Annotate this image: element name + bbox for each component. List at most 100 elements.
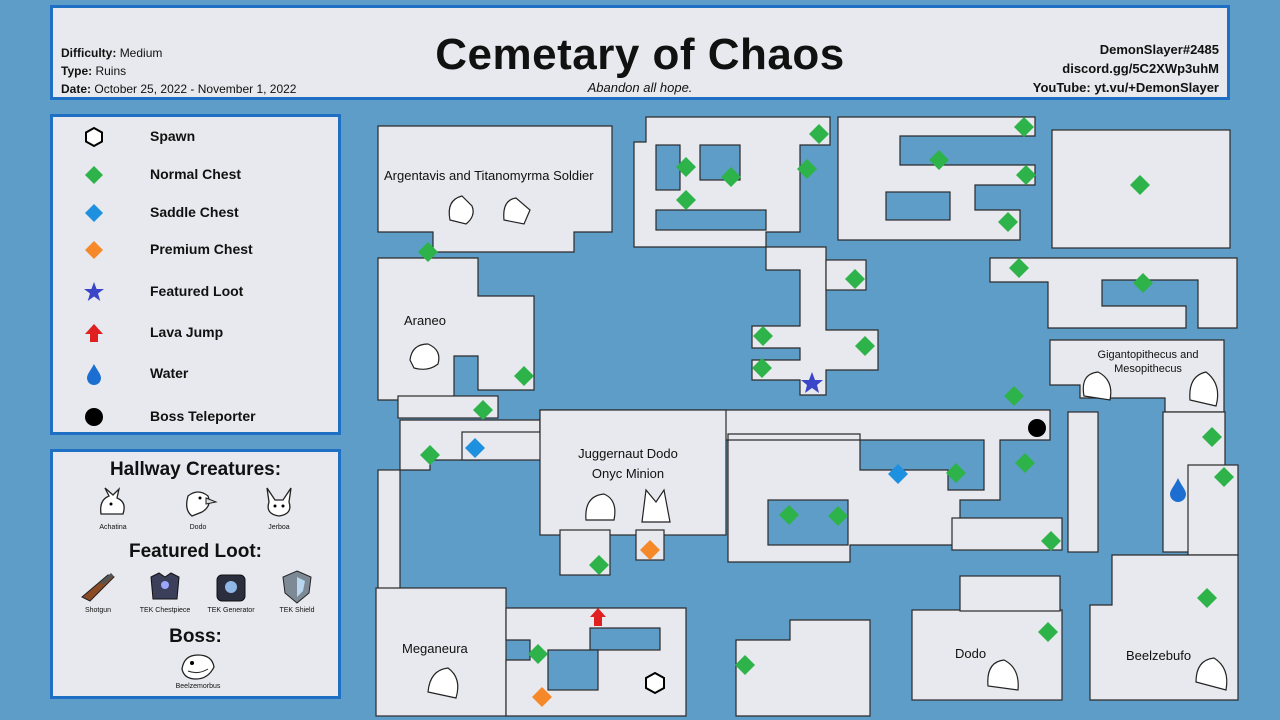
star-icon [84, 282, 104, 301]
normal-chest[interactable] [589, 555, 609, 575]
legend-label: Lava Jump [150, 324, 224, 340]
creature-label: Achatina [99, 524, 127, 531]
beelzebufo-icon [1195, 657, 1228, 691]
loot-label: TEK Chestpiece [139, 607, 191, 614]
saddle-chest[interactable] [465, 438, 485, 458]
normal-chest[interactable] [1202, 427, 1222, 447]
normal-chest[interactable] [828, 506, 848, 526]
premium-chests [532, 540, 660, 707]
legend-item-water: Water [53, 359, 338, 389]
normal-chest[interactable] [514, 366, 534, 386]
author-tag: DemonSlayer#2485 [1099, 42, 1219, 57]
normal-chest[interactable] [420, 445, 440, 465]
shotgun-icon [81, 572, 115, 602]
normal-chest[interactable] [1038, 622, 1058, 642]
hexagon-icon [85, 126, 103, 148]
loot-label: TEK Generator [207, 607, 255, 614]
normal-chest[interactable] [1197, 588, 1217, 608]
loot-item: Shotgun [68, 567, 128, 614]
red-arrow-icon [85, 324, 103, 342]
legend-label: Saddle Chest [150, 204, 239, 220]
extras-panel: Hallway Creatures: Achatina Dodo Jerboa … [50, 449, 341, 699]
normal-chest[interactable] [1214, 467, 1234, 487]
beelzemorbus-icon [181, 654, 215, 680]
normal-chest[interactable] [809, 124, 829, 144]
legend-label: Premium Chest [150, 241, 253, 257]
normal-chest[interactable] [855, 336, 875, 356]
loot-label: TEK Shield [279, 607, 315, 614]
normal-chest[interactable] [473, 400, 493, 420]
legend-label: Featured Loot [150, 283, 244, 299]
mesopithecus-icon [1189, 371, 1219, 407]
normal-chest[interactable] [418, 242, 438, 262]
page-title: Cemetary of Chaos [435, 30, 845, 79]
room-label-onyc-minion: Onyc Minion [592, 466, 664, 481]
normal-chest[interactable] [1004, 386, 1024, 406]
normal-chest[interactable] [998, 212, 1018, 232]
map-meta: Difficulty: Medium Type: Ruins Date: Oct… [61, 44, 296, 98]
normal-chest[interactable] [752, 358, 772, 378]
type-label: Type: [61, 64, 93, 78]
room-label-mesopithecus: Mesopithecus [1114, 363, 1182, 375]
normal-chest[interactable] [1016, 165, 1036, 185]
discord-link[interactable]: discord.gg/5C2XWp3uhM [1062, 61, 1219, 76]
normal-chest[interactable] [676, 190, 696, 210]
loot-title: Featured Loot: [129, 541, 262, 562]
normal-chest[interactable] [753, 326, 773, 346]
hallway-creature: Achatina [83, 484, 143, 531]
juggernaut-dodo-icon [585, 493, 616, 521]
water-drop-icon [87, 364, 101, 385]
normal-chest[interactable] [735, 655, 755, 675]
loot-item: TEK Generator [201, 567, 261, 614]
youtube-link[interactable]: YouTube: yt.vu/+DemonSlayer [1032, 80, 1219, 95]
lava-jump-arrow[interactable] [590, 608, 606, 626]
normal-chest[interactable] [929, 150, 949, 170]
onyc-icon [641, 488, 671, 523]
normal-chest[interactable] [797, 159, 817, 179]
premium-chest[interactable] [532, 687, 552, 707]
normal-chest[interactable] [1133, 273, 1153, 293]
normal-chest[interactable] [721, 167, 741, 187]
green-diamond-icon [85, 166, 103, 184]
date-label: Date: [61, 82, 92, 96]
jerboa-icon [266, 487, 292, 517]
dodo-icon [987, 659, 1019, 691]
normal-chest[interactable] [528, 644, 548, 664]
hallway-creature: Jerboa [249, 484, 309, 531]
titanomyrma-icon [503, 197, 531, 225]
boss-label: Beelzemorbus [175, 683, 221, 690]
featured-loot-star[interactable] [801, 372, 823, 393]
normal-chest[interactable] [676, 157, 696, 177]
normal-chest[interactable] [1014, 117, 1034, 137]
difficulty-label: Difficulty: [61, 46, 117, 60]
legend-item-saddle-chest: Saddle Chest [53, 198, 338, 228]
loot-label: Shotgun [84, 607, 112, 614]
normal-chest[interactable] [1015, 453, 1035, 473]
legend-item-spawn: Spawn [53, 122, 338, 152]
saddle-chest[interactable] [888, 464, 908, 484]
normal-chest[interactable] [1041, 531, 1061, 551]
boss-creature: Beelzemorbus [168, 649, 228, 690]
room-label-juggernaut-dodo: Juggernaut Dodo [578, 446, 678, 461]
room-label-meganeura: Meganeura [402, 641, 469, 656]
normal-chest[interactable] [779, 505, 799, 525]
normal-chest[interactable] [1130, 175, 1150, 195]
normal-chest[interactable] [946, 463, 966, 483]
spawn-point[interactable] [645, 671, 665, 695]
premium-chest[interactable] [640, 540, 660, 560]
hallway-creature: Dodo [168, 484, 228, 531]
legend-item-boss-teleporter: Boss Teleporter [53, 402, 338, 432]
dodo-icon [186, 491, 218, 517]
normal-chest[interactable] [1009, 258, 1029, 278]
loot-item: TEK Chestpiece [135, 567, 195, 614]
meganeura-icon [427, 667, 459, 699]
tagline: Abandon all hope. [587, 80, 693, 95]
normal-chest[interactable] [845, 269, 865, 289]
boss-title: Boss: [169, 626, 222, 647]
blue-diamond-icon [85, 204, 103, 222]
water-drop[interactable] [1170, 478, 1186, 502]
legend-label: Water [150, 365, 189, 381]
boss-teleporter[interactable] [1028, 419, 1046, 437]
orange-diamond-icon [85, 241, 103, 259]
legend-item-lava-jump: Lava Jump [53, 318, 338, 348]
